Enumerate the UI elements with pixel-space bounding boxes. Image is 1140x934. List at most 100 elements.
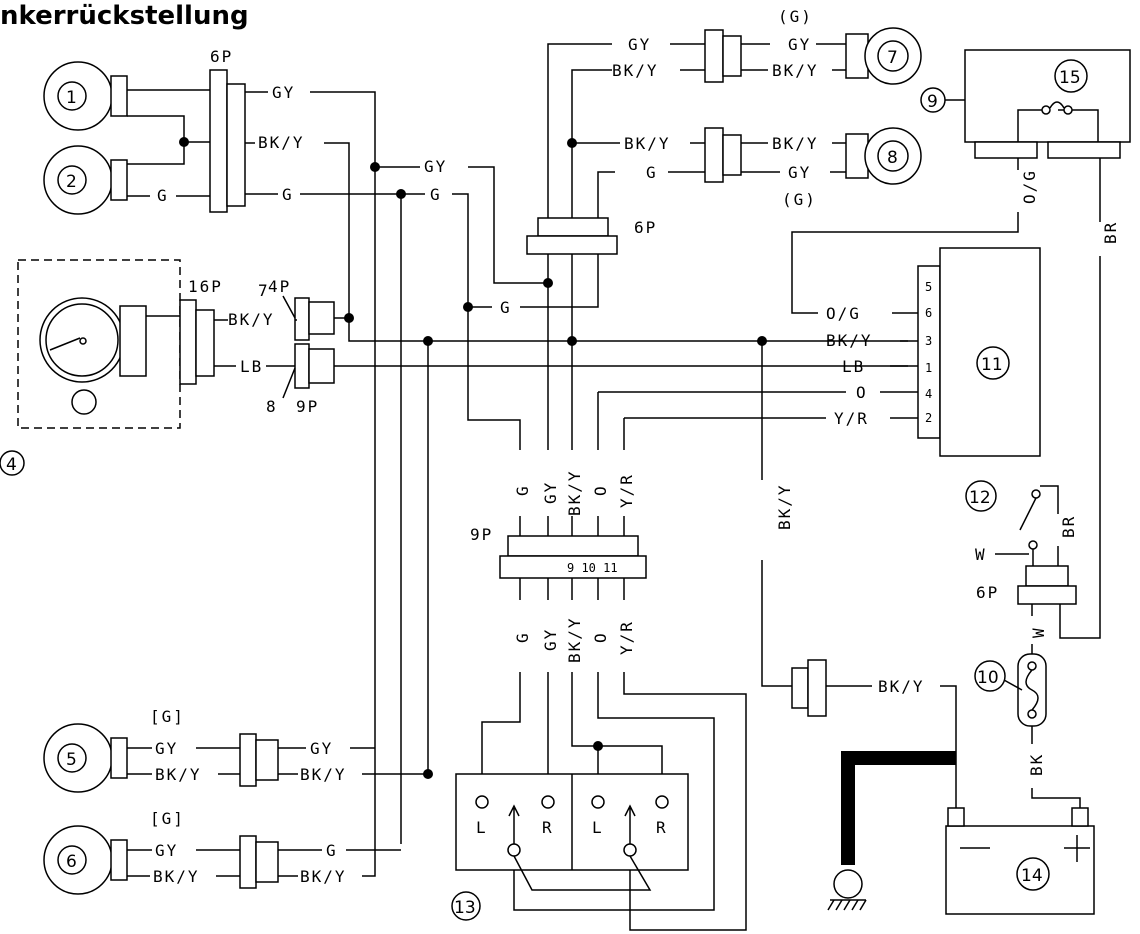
wire-label: BK xyxy=(857,803,876,826)
pin-label: 7 xyxy=(258,281,270,300)
pin-label: 3 xyxy=(925,334,932,348)
wire-label: G xyxy=(326,841,338,860)
wire-label: G xyxy=(430,185,442,204)
wire-label: O/G xyxy=(826,304,861,323)
wire-label: BK/Y xyxy=(772,134,819,153)
callout-12: 12 xyxy=(969,488,991,508)
callout-14: 14 xyxy=(1021,866,1043,886)
wire-label: (G) xyxy=(782,190,817,209)
wire-label: BK/Y xyxy=(258,133,305,152)
wire-label: BK/Y xyxy=(775,483,794,530)
connector-label: 4P xyxy=(268,277,291,296)
wire-label: [G] xyxy=(150,707,185,726)
wire-labels-upper-9p: G GY BK/Y O Y/R xyxy=(513,469,636,516)
wire-label: BK/Y xyxy=(300,867,347,886)
wire-label: GY xyxy=(424,157,447,176)
wire-label: O xyxy=(591,631,610,643)
wire-label: BK/Y xyxy=(228,310,275,329)
connector-label: 6P xyxy=(976,583,999,602)
connector-5 xyxy=(239,733,279,787)
wire-label: G xyxy=(513,484,532,496)
wire-label: GY xyxy=(310,739,333,758)
wire-label: GY xyxy=(788,35,811,54)
callout-5: 5 xyxy=(66,750,77,770)
wire-label: GY xyxy=(541,481,560,504)
turn-signal-7: 7 xyxy=(845,27,922,85)
wire-label: (G) xyxy=(778,7,813,26)
switch-label-l: L xyxy=(592,818,604,837)
connector-6p-right: 6P xyxy=(976,565,1077,605)
wire-label: LB xyxy=(842,357,865,376)
wire-label: BK/Y xyxy=(826,331,873,350)
connector-4p: 4P 7 xyxy=(258,277,335,341)
turn-signal-2: 2 xyxy=(43,145,128,215)
turn-signal-6: 6 xyxy=(43,825,128,895)
wire-label: [G] xyxy=(150,809,185,828)
wire-label: BK/Y xyxy=(565,616,584,663)
wire-label: GY xyxy=(155,739,178,758)
connector-9p-left: 9P 8 xyxy=(266,343,335,416)
pin-label: 1 xyxy=(925,361,932,375)
switch-label-r: R xyxy=(542,818,554,837)
fuse-10: 10 xyxy=(974,653,1047,727)
callout-15: 15 xyxy=(1059,68,1081,88)
wire-label: GY xyxy=(272,83,295,102)
pin-label: 5 xyxy=(925,280,932,294)
turn-signal-switch-13: L R L R xyxy=(455,773,689,891)
connector-label: 16P xyxy=(188,277,223,296)
turn-signal-1: 1 xyxy=(43,61,128,131)
connector-6 xyxy=(239,835,279,889)
callout-2: 2 xyxy=(66,172,77,192)
instrument-panel: 3 xyxy=(17,259,181,429)
wire-label: BK/Y xyxy=(155,765,202,784)
connector-16p: 16P xyxy=(179,277,223,385)
wire-label: GY xyxy=(541,628,560,651)
wire-label: BK/Y xyxy=(153,867,200,886)
callout-10: 10 xyxy=(977,668,999,688)
connector-7 xyxy=(704,29,742,83)
connector-label: 6P xyxy=(210,47,233,66)
ground-symbol xyxy=(827,869,867,911)
connector-6p-left: 6P xyxy=(209,47,246,213)
wire-label: G xyxy=(157,186,169,205)
callout-6: 6 xyxy=(66,852,77,872)
pin-label: 4 xyxy=(925,387,932,401)
callout-13: 13 xyxy=(454,898,476,918)
wire-label: W xyxy=(1029,626,1048,638)
switch-12 xyxy=(1019,485,1059,550)
pin-label: 2 xyxy=(925,411,932,425)
wire-label: BK xyxy=(1027,753,1046,776)
wire-label: GY xyxy=(628,35,651,54)
wire-label: BR xyxy=(1101,221,1120,244)
connector-label: 9P xyxy=(470,525,493,544)
pin-label: 9 10 11 xyxy=(567,561,618,575)
turn-signal-relay-11: 11 5 6 3 1 4 2 xyxy=(917,247,1041,457)
page-title: nkerrückstellung xyxy=(0,1,249,31)
pin-label: 8 xyxy=(266,397,278,416)
wire-labels-lower-9p: G GY BK/Y O Y/R xyxy=(513,616,636,663)
turn-signal-5: 5 xyxy=(43,723,128,793)
callout-4: 4 xyxy=(6,455,17,475)
battery-14: 14 xyxy=(945,807,1095,915)
connector-label: 6P xyxy=(634,218,657,237)
wire-label: Y/R xyxy=(617,620,636,655)
wire-label: BK/Y xyxy=(565,469,584,516)
wire-label: O xyxy=(856,383,868,402)
wire-label: GY xyxy=(788,163,811,182)
wire-label: BK/Y xyxy=(878,677,925,696)
callout-11: 11 xyxy=(981,355,1003,375)
wire-label: BK/Y xyxy=(624,134,671,153)
callout-1: 1 xyxy=(66,88,77,108)
wire-label: BK/Y xyxy=(772,61,819,80)
switch-label-l: L xyxy=(476,818,488,837)
junction-box-9: 9 15 xyxy=(920,49,1131,159)
turn-signal-8: 8 xyxy=(845,127,922,185)
wire-label: G xyxy=(646,163,658,182)
switch-label-r: R xyxy=(656,818,668,837)
wire-label: G xyxy=(513,631,532,643)
connector-bky xyxy=(791,659,827,717)
connector-6p-center: 6P xyxy=(526,217,657,255)
wire-label: G xyxy=(282,185,294,204)
connector-label: 9P xyxy=(296,397,319,416)
